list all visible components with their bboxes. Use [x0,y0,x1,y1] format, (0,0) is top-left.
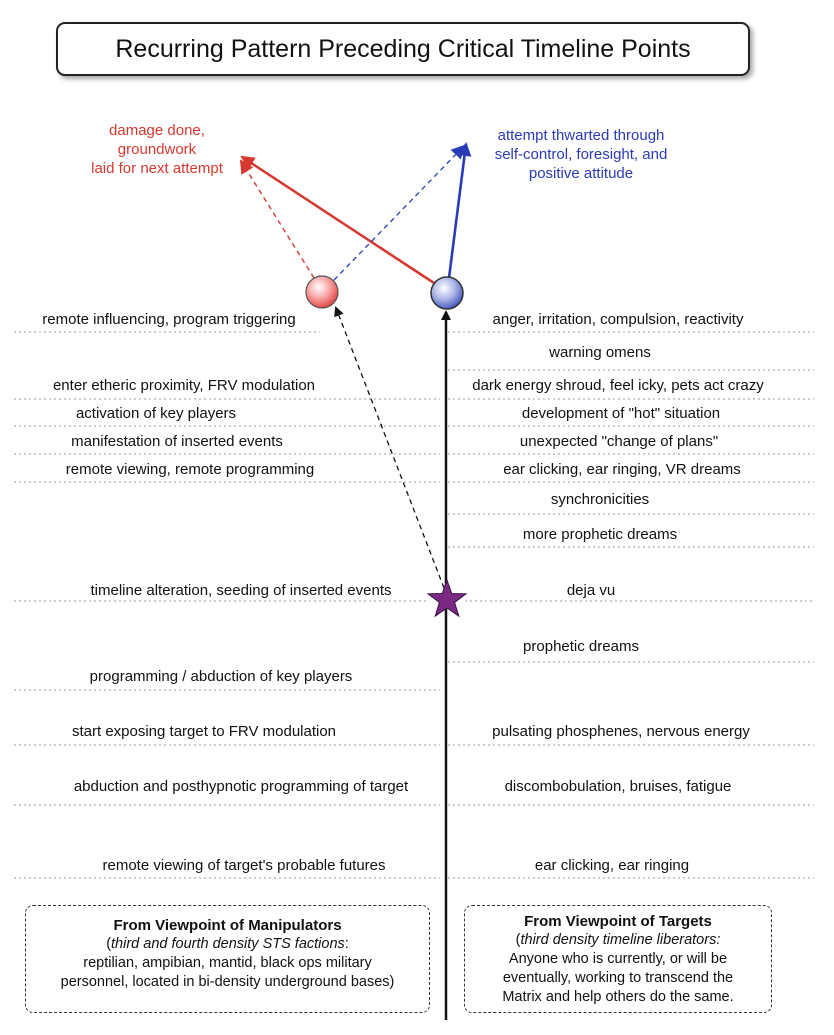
manipulator-row-label: activation of key players [75,405,237,422]
legend-targets-line4: Matrix and help others do the same. [502,989,734,1005]
target-row-label: deja vu [566,582,616,599]
red-dashed-outcome-arrow [239,159,315,279]
manipulator-row-label: remote viewing, remote programming [65,461,315,478]
target-row-label: dark energy shroud, feel icky, pets act … [472,377,764,394]
legend-manipulators-line2: reptilian, ampibian, mantid, black ops m… [83,955,372,971]
dashed-arrow-to-red-node [334,306,445,589]
legend-targets-heading: From Viewpoint of Targets [524,913,712,930]
legend-targets-line3: eventually, working to transcend the [502,970,734,986]
blue-solid-outcome-arrow [447,142,472,279]
target-row-label: anger, irritation, compulsion, reactivit… [492,311,744,328]
blue-node [430,276,464,310]
target-row-label: prophetic dreams [523,638,639,655]
red-node [305,275,339,309]
target-row-label: synchronicities [550,491,650,508]
manipulator-row-label: remote influencing, program triggering [42,311,296,328]
target-row-label: more prophetic dreams [522,526,678,543]
legend-targets: From Viewpoint of Targets (third density… [464,905,772,1013]
row-separators [14,331,814,879]
legend-targets-line2: Anyone who is currently, or will be [508,951,728,967]
legend-targets-line1: (third density timeline liberators: [515,932,721,948]
legend-manipulators: From Viewpoint of Manipulators (third an… [25,905,430,1013]
target-row-label: discombobulation, bruises, fatigue [504,778,732,795]
manipulator-row-label: programming / abduction of key players [89,668,353,685]
manipulator-row-label: enter etheric proximity, FRV modulation [52,377,316,394]
manipulator-row-label: abduction and posthypnotic programming o… [73,778,409,795]
manipulator-row-label: start exposing target to FRV modulation [71,723,337,740]
legend-manipulators-line1: (third and fourth density STS factions: [106,936,349,952]
target-row-label: unexpected "change of plans" [519,433,719,450]
outcome-damage-done: damage done, groundwork laid for next at… [91,122,223,177]
manipulator-row-label: remote viewing of target's probable futu… [102,857,386,874]
star-icon [426,578,468,618]
target-row-label: warning omens [549,344,651,361]
target-row-label: development of "hot" situation [521,405,721,422]
red-solid-outcome-arrow [240,155,435,285]
manipulator-row-label: manifestation of inserted events [71,433,283,450]
target-row-label: ear clicking, ear ringing, VR dreams [503,461,741,478]
manipulator-row-label: timeline alteration, seeding of inserted… [90,582,392,599]
legend-manipulators-heading: From Viewpoint of Manipulators [113,917,342,934]
target-row-label: ear clicking, ear ringing [534,857,690,874]
blue-dashed-outcome-arrow [333,144,466,281]
diagram-title: Recurring Pattern Preceding Critical Tim… [56,22,750,76]
target-row-label: pulsating phosphenes, nervous energy [492,723,750,740]
outcome-attempt-thwarted: attempt thwarted through self-control, f… [494,127,668,182]
legend-manipulators-line3: personnel, located in bi-density undergr… [60,974,395,990]
